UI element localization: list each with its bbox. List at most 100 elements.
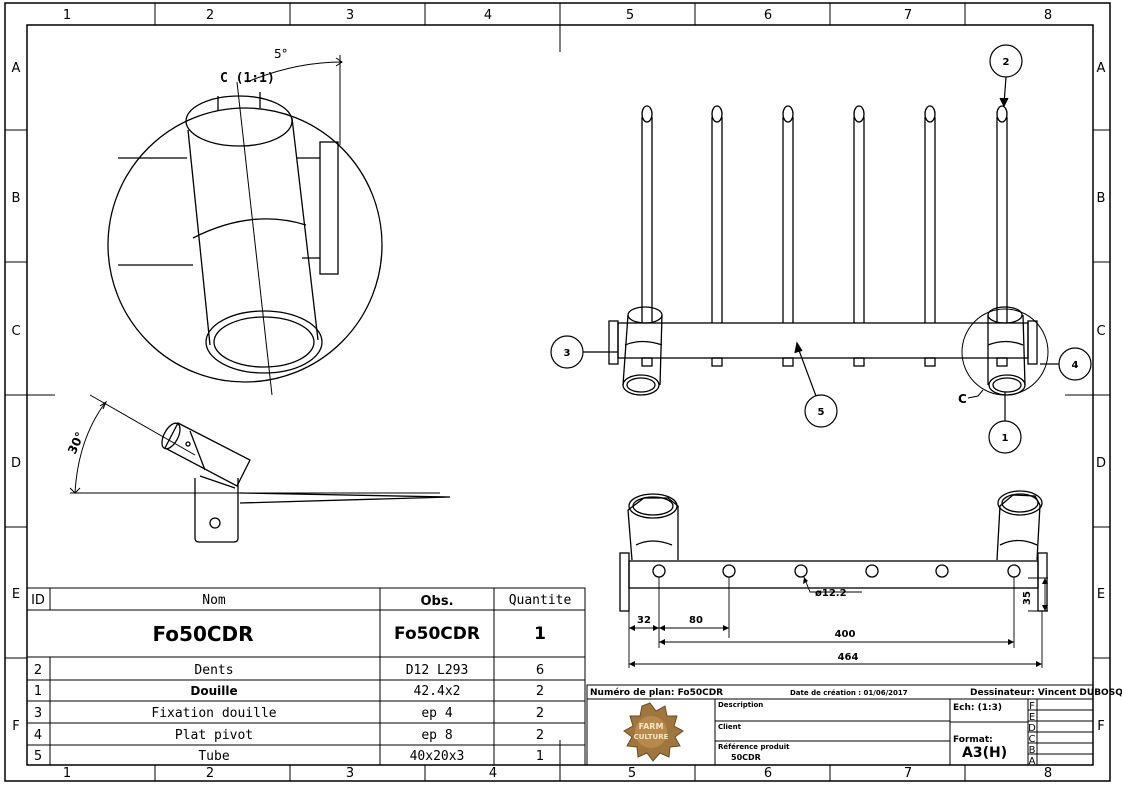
row-label-right: D: [1096, 456, 1106, 471]
row-label-left: C: [11, 324, 20, 339]
tine: [641, 105, 1008, 367]
bom-header-obs: Obs.: [420, 594, 453, 609]
bom-row-id: 2: [34, 663, 42, 678]
bom-row-qty: 2: [536, 728, 544, 743]
bom-row-qty: 1: [536, 749, 544, 764]
row-label-right: C: [1096, 324, 1105, 339]
revision-letter: D: [1028, 723, 1036, 734]
col-label-top: 8: [1044, 8, 1052, 23]
reference-label: Référence produit: [718, 743, 790, 751]
bom-header-id: ID: [31, 593, 45, 608]
row-label-right: B: [1097, 191, 1106, 206]
bom-header-qty: Quantite: [509, 593, 572, 608]
revision-letter: C: [1029, 734, 1036, 745]
format-label: Format:: [953, 735, 993, 745]
front-view: [619, 490, 1048, 612]
detail-callout-letter: C: [958, 392, 967, 406]
revision-letter: E: [1029, 712, 1035, 723]
row-label-left: E: [12, 587, 20, 602]
col-label-top: 7: [904, 8, 912, 23]
col-label-bottom: 6: [764, 766, 772, 781]
balloon-label: 2: [1003, 57, 1010, 68]
bom-row-name: Plat pivot: [175, 728, 253, 743]
bom-assembly-name: Fo50CDR: [152, 622, 253, 646]
bom-row-obs: 42.4x2: [414, 684, 461, 699]
row-label-left: A: [12, 61, 21, 76]
bom-row-id: 3: [34, 706, 42, 721]
col-label-bottom: 7: [904, 766, 912, 781]
row-label-left: F: [12, 719, 19, 734]
dim-35: 35: [1022, 591, 1033, 605]
col-label-bottom: 8: [1044, 766, 1052, 781]
col-label-top: 3: [346, 8, 354, 23]
bom-row-id: 4: [34, 728, 42, 743]
balloon-label: 4: [1072, 360, 1079, 371]
bom-row-name: Tube: [198, 749, 229, 764]
col-label-top: 1: [63, 8, 71, 23]
bom-row-name: Fixation douille: [151, 706, 276, 721]
col-label-bottom: 4: [489, 766, 497, 781]
balloons: [550, 44, 1092, 454]
reference-value: 50CDR: [731, 753, 761, 762]
detail-view-c: [107, 55, 383, 396]
top-view: [608, 105, 1049, 396]
col-label-top: 2: [206, 8, 214, 23]
plan-number: Numéro de plan: Fo50CDR: [590, 687, 723, 698]
bom-row-name: Dents: [194, 663, 233, 678]
revision-letter: B: [1029, 745, 1036, 756]
bom-row-id: 5: [34, 749, 42, 764]
row-label-left: D: [11, 456, 21, 471]
col-label-bottom: 1: [63, 766, 71, 781]
description-label: Description: [718, 701, 763, 709]
drawer-name: Dessinateur: Vincent DUBOSQ: [970, 688, 1122, 698]
row-label-right: E: [1097, 587, 1105, 602]
title-block: [586, 684, 1094, 766]
bom-row-id: 1: [34, 684, 42, 699]
bom-row-name: Douille: [190, 684, 237, 698]
title-block-text: Numéro de plan: Fo50CDR Date de création…: [590, 687, 1122, 767]
bom-row-obs: ep 4: [421, 706, 452, 721]
bom-header-name: Nom: [202, 593, 226, 608]
dim-464: 464: [838, 652, 859, 663]
row-label-right: F: [1097, 719, 1104, 734]
col-label-top: 6: [764, 8, 772, 23]
revision-letter: A: [1029, 756, 1036, 767]
dim-32: 32: [637, 615, 651, 626]
bom-row-obs: ep 8: [421, 728, 452, 743]
revision-letter: F: [1029, 701, 1035, 712]
detail-angle-label: 5°: [274, 47, 288, 61]
dimension-arrows: [629, 577, 1048, 667]
logo-text: FARM: [639, 722, 664, 731]
bom-row-qty: 6: [536, 663, 544, 678]
bom-row-qty: 2: [536, 684, 544, 699]
logo-text: CULTURE: [634, 733, 669, 741]
bom-assembly-obs: Fo50CDR: [394, 624, 480, 644]
detail-label: C (1:1): [220, 71, 275, 86]
col-label-bottom: 2: [206, 766, 214, 781]
col-label-top: 4: [484, 8, 492, 23]
scale: Ech: (1:3): [953, 703, 1002, 713]
col-label-bottom: 3: [346, 766, 354, 781]
farm-culture-logo: FARM CULTURE: [623, 702, 684, 762]
side-view: [69, 394, 451, 543]
col-label-bottom: 5: [628, 766, 636, 781]
balloon-label: 1: [1002, 433, 1009, 444]
bom-table: [26, 587, 586, 766]
dim-80: 80: [689, 615, 703, 626]
format-value: A3(H): [962, 745, 1007, 761]
bom-row-qty: 2: [536, 706, 544, 721]
bom-row-obs: D12 L293: [406, 663, 469, 678]
bom-text: ID Nom Obs. Quantite Fo50CDR Fo50CDR 1 2…: [31, 593, 571, 764]
client-label: Client: [718, 723, 742, 731]
row-label-right: A: [1097, 61, 1106, 76]
dim-400: 400: [835, 629, 856, 640]
frame-labels: 1 2 3 4 5 6 7 8 1 2 3 4 5 6 7 8 A B C D …: [11, 8, 1106, 781]
creation-date: Date de création : 01/06/2017: [790, 689, 908, 697]
bom-assembly-qty: 1: [534, 624, 546, 644]
dim-hole-diameter: ø12.2: [815, 588, 847, 599]
col-label-top: 5: [626, 8, 634, 23]
balloon-label: 3: [564, 348, 571, 359]
bom-row-obs: 40x20x3: [410, 749, 465, 764]
row-label-left: B: [12, 191, 21, 206]
